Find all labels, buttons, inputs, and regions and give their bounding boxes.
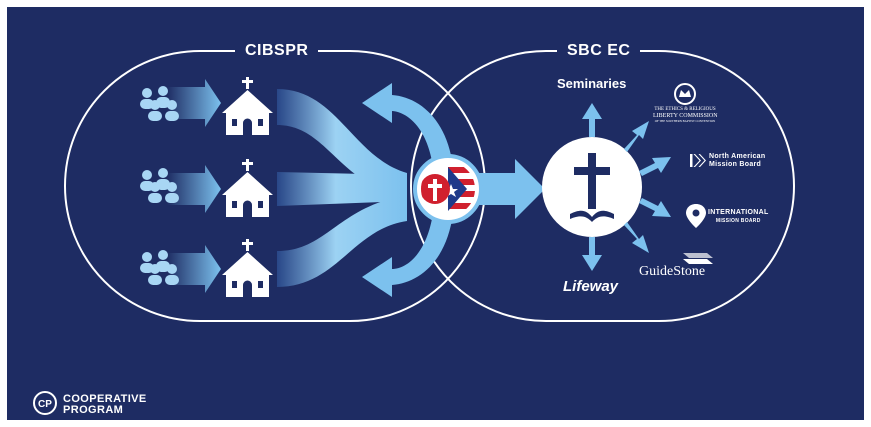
lifeway-label: Lifeway bbox=[563, 278, 619, 295]
erlc-line-3: OF THE SOUTHERN BAPTIST CONVENTION bbox=[654, 119, 716, 123]
seminaries-label: Seminaries bbox=[557, 76, 627, 91]
merging-streams bbox=[277, 89, 407, 287]
spoke-namb bbox=[639, 157, 671, 176]
incoming-arrow-1 bbox=[167, 79, 221, 127]
cooperative-program-wordmark: COOPERATIVE PROGRAM bbox=[63, 394, 147, 416]
erlc-line-2: LIBERTY COMMISSION bbox=[653, 113, 718, 119]
convention-flag-logo bbox=[413, 154, 483, 224]
church-icon bbox=[222, 159, 273, 217]
return-arrows bbox=[362, 83, 453, 297]
spoke-erlc bbox=[624, 121, 649, 152]
namb-label: North American Mission Board bbox=[709, 153, 765, 169]
erlc-emblem bbox=[674, 83, 696, 105]
cp-logo-icon: CP bbox=[33, 391, 57, 415]
map-pin-icon bbox=[686, 204, 706, 228]
cp-line-2: PROGRAM bbox=[63, 404, 124, 416]
incoming-arrow-3 bbox=[167, 245, 221, 293]
people-groups bbox=[140, 86, 179, 285]
sbc-ec-hub bbox=[542, 137, 642, 237]
erlc-line-1: THE ETHICS & RELIGIOUS bbox=[654, 107, 716, 112]
people-group-icon bbox=[140, 86, 179, 121]
diagram-canvas: CP bbox=[33, 50, 795, 415]
cooperative-program-flow-diagram: CP CIBSPR SBC EC Seminaries THE ETHICS &… bbox=[7, 7, 864, 420]
stream-bottom bbox=[277, 195, 407, 287]
imb-label: INTERNATIONAL MISSION BOARD bbox=[708, 209, 769, 225]
spoke-imb bbox=[639, 198, 671, 217]
spoke-guidestone bbox=[624, 222, 649, 253]
spoke-lifeway bbox=[582, 237, 602, 271]
guidestone-label: GuideStone bbox=[639, 264, 706, 279]
sbc-ec-title: SBC EC bbox=[557, 42, 641, 60]
people-group-icon bbox=[140, 250, 179, 285]
cibspr-title: CIBSPR bbox=[235, 42, 319, 60]
namb-icon bbox=[690, 154, 706, 167]
stream-middle bbox=[277, 172, 407, 206]
imb-line-1: INTERNATIONAL bbox=[708, 209, 769, 216]
return-arrow-bottom bbox=[362, 213, 453, 297]
cp-logo-mark: CP bbox=[38, 399, 52, 410]
incoming-arrows bbox=[167, 79, 221, 293]
cross-bible-icon bbox=[570, 153, 614, 222]
stream-top bbox=[277, 89, 407, 199]
people-group-icon bbox=[140, 168, 179, 203]
incoming-arrow-2 bbox=[167, 165, 221, 213]
namb-line-1: North American bbox=[709, 153, 766, 160]
erlc-label: THE ETHICS & RELIGIOUS LIBERTY COMMISSIO… bbox=[653, 107, 718, 123]
spoke-seminaries bbox=[582, 103, 602, 137]
church-icons bbox=[222, 77, 273, 297]
guidestone-mark-icon bbox=[683, 253, 713, 264]
church-icon bbox=[222, 239, 273, 297]
imb-line-2: MISSION BOARD bbox=[715, 218, 761, 224]
cp-line-1: COOPERATIVE bbox=[63, 393, 147, 405]
return-arrow-top bbox=[362, 83, 453, 167]
namb-line-2: Mission Board bbox=[709, 161, 762, 168]
spoke-arrows bbox=[582, 103, 671, 271]
forward-arrow bbox=[477, 159, 545, 219]
church-icon bbox=[222, 77, 273, 135]
